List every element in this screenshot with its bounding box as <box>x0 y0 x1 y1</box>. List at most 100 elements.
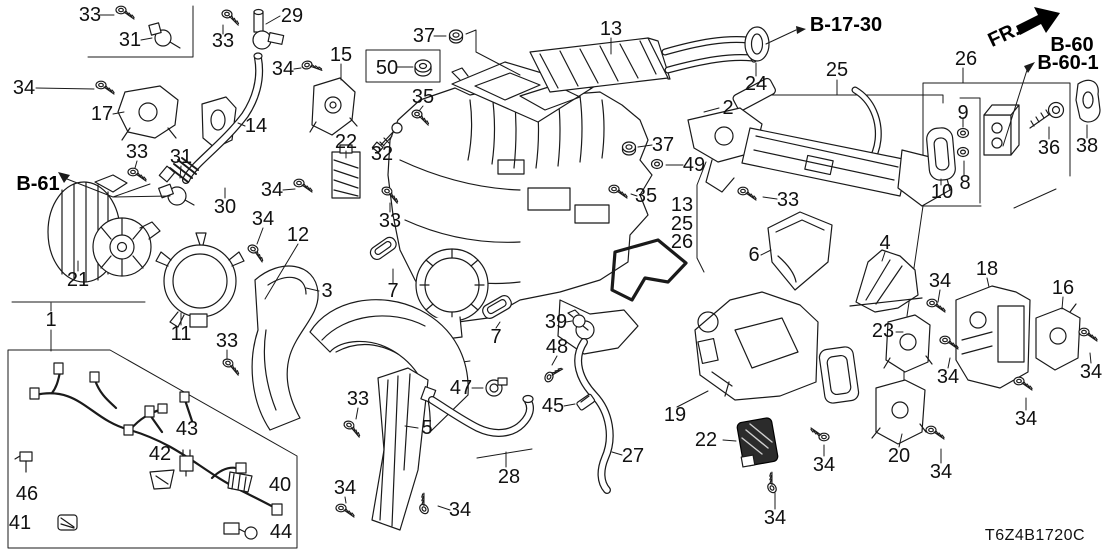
part-callout-4[interactable]: 4 <box>879 232 891 254</box>
part-callout-26[interactable]: 26 <box>954 48 978 70</box>
part-callout-34[interactable]: 34 <box>936 366 960 388</box>
part-callout-2[interactable]: 2 <box>722 97 734 119</box>
drain-hose-27-drawing <box>574 338 614 494</box>
part-callout-7[interactable]: 7 <box>490 326 502 348</box>
part-callout-12[interactable]: 12 <box>286 224 310 246</box>
clamp-47-drawing <box>485 377 508 397</box>
part-callout-33[interactable]: 33 <box>215 330 239 352</box>
part-callout-34[interactable]: 34 <box>260 179 284 201</box>
leader-lines <box>35 14 1092 511</box>
part-callout-18[interactable]: 18 <box>975 258 999 280</box>
part-callout-14[interactable]: 14 <box>244 115 268 137</box>
part-callout-25[interactable]: 25 <box>670 213 694 235</box>
part-callout-42[interactable]: 42 <box>148 443 172 465</box>
grommet-50-icon <box>414 59 432 77</box>
ref-label-b-17-30[interactable]: B-17-30 <box>809 14 883 36</box>
part-callout-32[interactable]: 32 <box>370 143 394 165</box>
clamp-39-drawing <box>567 309 589 331</box>
part-callout-26[interactable]: 26 <box>670 231 694 253</box>
water-hose-30-drawing <box>158 52 264 184</box>
part-callout-7[interactable]: 7 <box>387 280 399 302</box>
part-callout-21[interactable]: 21 <box>66 269 90 291</box>
valve-29-drawing <box>252 8 285 50</box>
bracket-38-drawing <box>1075 79 1101 123</box>
part-callout-13[interactable]: 13 <box>599 18 623 40</box>
part-callout-34[interactable]: 34 <box>763 507 787 529</box>
part-callout-31[interactable]: 31 <box>118 29 142 51</box>
part-callout-3[interactable]: 3 <box>321 280 333 302</box>
part-callout-49[interactable]: 49 <box>682 154 706 176</box>
part-callout-9[interactable]: 9 <box>957 102 969 124</box>
part-callout-34[interactable]: 34 <box>1014 408 1038 430</box>
part-callout-27[interactable]: 27 <box>621 445 645 467</box>
blower-case-ring-drawing <box>155 232 245 328</box>
part-callout-19[interactable]: 19 <box>663 404 687 426</box>
part-callout-34[interactable]: 34 <box>251 208 275 230</box>
part-callout-5[interactable]: 5 <box>421 417 433 439</box>
part-callout-33[interactable]: 33 <box>125 141 149 163</box>
part-callout-25[interactable]: 25 <box>825 59 849 81</box>
part-callout-24[interactable]: 24 <box>744 73 768 95</box>
part-callout-47[interactable]: 47 <box>449 377 473 399</box>
part-callout-33[interactable]: 33 <box>776 189 800 211</box>
part-callout-23[interactable]: 23 <box>871 320 895 342</box>
seal-7b-drawing <box>482 295 512 319</box>
part-callout-44[interactable]: 44 <box>269 521 293 543</box>
part-callout-38[interactable]: 38 <box>1075 135 1099 157</box>
fastener-icons <box>95 5 1098 518</box>
part-callout-35[interactable]: 35 <box>411 86 435 108</box>
servo-20-drawing <box>871 379 927 445</box>
part-callout-6[interactable]: 6 <box>748 244 760 266</box>
part-callout-39[interactable]: 39 <box>544 311 568 333</box>
part-callout-34[interactable]: 34 <box>333 477 357 499</box>
part-callout-34[interactable]: 34 <box>448 499 472 521</box>
part-callout-1[interactable]: 1 <box>45 309 57 331</box>
part-callout-34[interactable]: 34 <box>271 58 295 80</box>
sealing-plate-25-drawing <box>741 127 951 207</box>
part-callout-20[interactable]: 20 <box>887 445 911 467</box>
part-callout-30[interactable]: 30 <box>213 196 237 218</box>
part-callout-33[interactable]: 33 <box>346 388 370 410</box>
part-callout-8[interactable]: 8 <box>959 172 971 194</box>
part-callout-16[interactable]: 16 <box>1051 277 1075 299</box>
part-callout-28[interactable]: 28 <box>497 466 521 488</box>
part-callout-33[interactable]: 33 <box>378 210 402 232</box>
joint-31a-drawing <box>148 22 181 49</box>
part-callout-43[interactable]: 43 <box>175 418 199 440</box>
clip-43-drawing <box>179 449 194 477</box>
part-callout-34[interactable]: 34 <box>812 454 836 476</box>
servo-17-drawing <box>117 85 179 141</box>
part-callout-41[interactable]: 41 <box>8 512 32 534</box>
ref-label-b-60[interactable]: B-60 <box>1050 34 1094 56</box>
ref-label-b-60-1[interactable]: B-60-1 <box>1037 52 1099 74</box>
part-callout-29[interactable]: 29 <box>280 5 304 27</box>
part-callout-35[interactable]: 35 <box>634 185 658 207</box>
part-callout-10[interactable]: 10 <box>930 181 954 203</box>
part-callout-13[interactable]: 13 <box>670 194 694 216</box>
ref-label-b-61[interactable]: B-61 <box>16 173 60 195</box>
part-callout-17[interactable]: 17 <box>90 103 114 125</box>
part-callout-46[interactable]: 46 <box>15 483 39 505</box>
part-callout-34[interactable]: 34 <box>1079 361 1103 383</box>
part-callout-45[interactable]: 45 <box>541 395 565 417</box>
reference-boxes-and-brackets <box>7 5 1071 549</box>
part-callout-36[interactable]: 36 <box>1037 137 1061 159</box>
part-callout-48[interactable]: 48 <box>545 336 569 358</box>
part-callout-34[interactable]: 34 <box>12 77 36 99</box>
power-transistor-22-drawing <box>736 417 779 468</box>
part-callout-34[interactable]: 34 <box>929 461 953 483</box>
part-callout-40[interactable]: 40 <box>268 474 292 496</box>
part-callout-22[interactable]: 22 <box>334 131 358 153</box>
part-callout-34[interactable]: 34 <box>928 270 952 292</box>
part-callout-50[interactable]: 50 <box>375 57 399 79</box>
part-callout-15[interactable]: 15 <box>329 44 353 66</box>
part-callout-37[interactable]: 37 <box>651 134 675 156</box>
part-callout-31[interactable]: 31 <box>169 146 193 168</box>
duct-5-drawing <box>371 367 429 531</box>
part-callout-33[interactable]: 33 <box>78 4 102 26</box>
part-callout-33[interactable]: 33 <box>211 30 235 52</box>
part-callout-11[interactable]: 11 <box>170 323 192 345</box>
part-callout-37[interactable]: 37 <box>412 25 436 47</box>
part-callout-22[interactable]: 22 <box>694 429 718 451</box>
